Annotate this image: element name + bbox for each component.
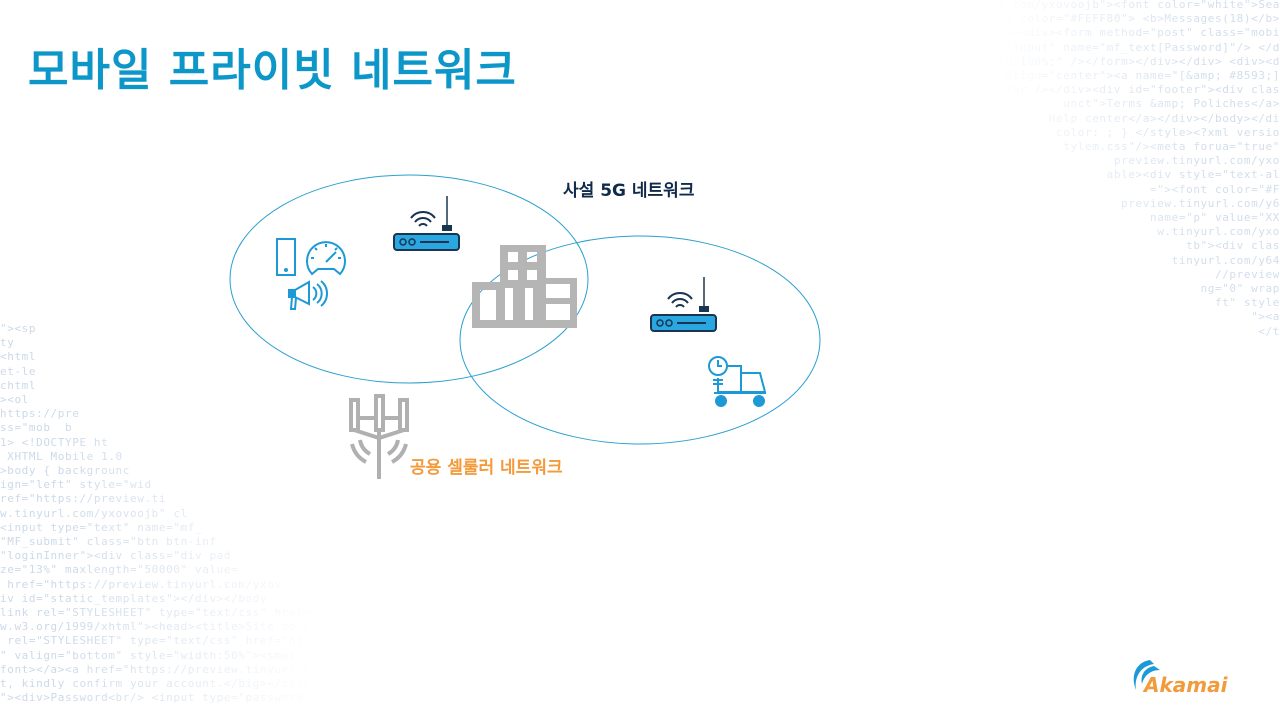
akamai-wave-icon	[1133, 660, 1160, 690]
gauge-icon	[306, 241, 346, 276]
code-line: align="center"><a name="[&amp; #8593;]	[1005, 69, 1280, 83]
phone-icon	[276, 238, 296, 276]
private-network-ellipse-right	[459, 235, 821, 445]
akamai-logo: Akamai	[1128, 656, 1238, 702]
code-line: href="https://preview.tinyurl.com/yxov	[0, 577, 282, 591]
code-line: ze="13%" maxlength="50000" value=	[0, 563, 239, 577]
code-line: iv id="static_templates"></div></body	[0, 591, 268, 605]
code-line: preview.tinyurl.com/yxo	[1113, 154, 1280, 168]
code-line: ty	[0, 336, 15, 350]
code-line: https://pre	[0, 407, 80, 421]
code-line: tylem.css"/><meta forua="true"	[1063, 140, 1280, 154]
code-line: yuoaq8" class="input" name="mf_text[Pass…	[904, 40, 1280, 54]
code-line: w.tinyurl.com/yxo	[1157, 225, 1280, 239]
private-5g-network-label: 사설 5G 네트워크	[563, 181, 695, 201]
code-line: width:100%;" /></form></div></div> <div>…	[976, 54, 1280, 68]
code-line: " valign="bottom" style="width:50%"><sma…	[0, 648, 369, 662]
code-line: preview.tinyurl.com/y6	[1121, 196, 1280, 210]
code-line: "loginInner"><div class="div pad	[0, 549, 232, 563]
akamai-logo-text: Akamai	[1144, 673, 1228, 697]
code-line: ft" style	[1214, 296, 1280, 310]
router-icon	[393, 196, 460, 251]
code-line: name="p" value="XX	[1149, 211, 1280, 225]
code-line: tb"><div clas	[1186, 239, 1280, 253]
code-line: Maajbegg8"><font color="#FEFF80"> <b>Mes…	[897, 12, 1280, 26]
code-line: 1> <!DOCTYPE ht	[0, 435, 109, 449]
code-line: ="><font color="#F	[1149, 182, 1280, 196]
code-line: "><a	[1251, 310, 1280, 324]
code-line: www.tinyurl.com/yxovoojb"><font color="w…	[926, 0, 1280, 11]
code-line: tinyurl.com/y64	[1171, 253, 1280, 267]
delivery-cart-icon	[708, 356, 767, 407]
code-line: XHTML Mobile 1.0	[0, 449, 123, 463]
code-line: font></a><a href="https://preview.tinyur…	[0, 662, 398, 676]
code-line: chtml	[0, 378, 37, 392]
cell-tower-icon	[349, 394, 409, 479]
code-line: </t	[1258, 324, 1280, 338]
code-line: ss="mob b	[0, 421, 73, 435]
code-line: w.tinyurl.com/yxovoojb" cl	[0, 506, 188, 520]
code-line: able><div style="text-al	[1106, 168, 1280, 182]
code-line: ref="https://preview.ti	[0, 492, 167, 506]
building-icon	[472, 245, 577, 328]
code-line: unct">Terms &amp; Poliches</a>	[1063, 97, 1280, 111]
code-line: w.w3.org/1999/xhtml"><head><title>Site d…	[0, 620, 333, 634]
code-line: <html	[0, 350, 37, 364]
background-code-top-right: www.tinyurl.com/yxovoojb"><font color="w…	[897, 0, 1280, 339]
code-line: et-le	[0, 364, 37, 378]
code-line: ><ol	[0, 393, 29, 407]
public-cellular-network-label: 공용 셀룰러 네트워크	[410, 458, 563, 478]
code-line: ng="0" wrap	[1200, 282, 1280, 296]
code-line: color: ; } </style><?xml versio	[1056, 125, 1280, 139]
code-line: "><div>Password<br/> <input type="passwo…	[0, 691, 405, 705]
code-line: t, kindly confirm your account.</big></d…	[0, 677, 398, 691]
megaphone-icon	[288, 280, 328, 310]
code-line: link rel="STYLESHEET" type="text/css" hr…	[0, 606, 311, 620]
code-line: //preview	[1214, 267, 1280, 281]
private-network-ellipse-left	[229, 174, 589, 384]
code-line: Help center</a></div></body></di	[1048, 111, 1280, 125]
code-line: "MF_submit" class="btn btn-inf	[0, 535, 217, 549]
code-line: f><br/></div><div><form method="post" cl…	[926, 26, 1280, 40]
code-line: >body { backgrounc	[0, 464, 131, 478]
code-line: </a><br /></div><div id="footer"><div cl…	[976, 83, 1280, 97]
code-line: <input type="text" name="mf_	[0, 520, 203, 534]
code-line: "><sp	[0, 322, 37, 335]
code-line: rel="STYLESHEET" type="text/css" href="h…	[0, 634, 347, 648]
code-line: ign="left" style="wid	[0, 478, 152, 492]
slide-title: 모바일 프라이빗 네트워크	[28, 45, 517, 96]
router-icon	[650, 277, 717, 332]
